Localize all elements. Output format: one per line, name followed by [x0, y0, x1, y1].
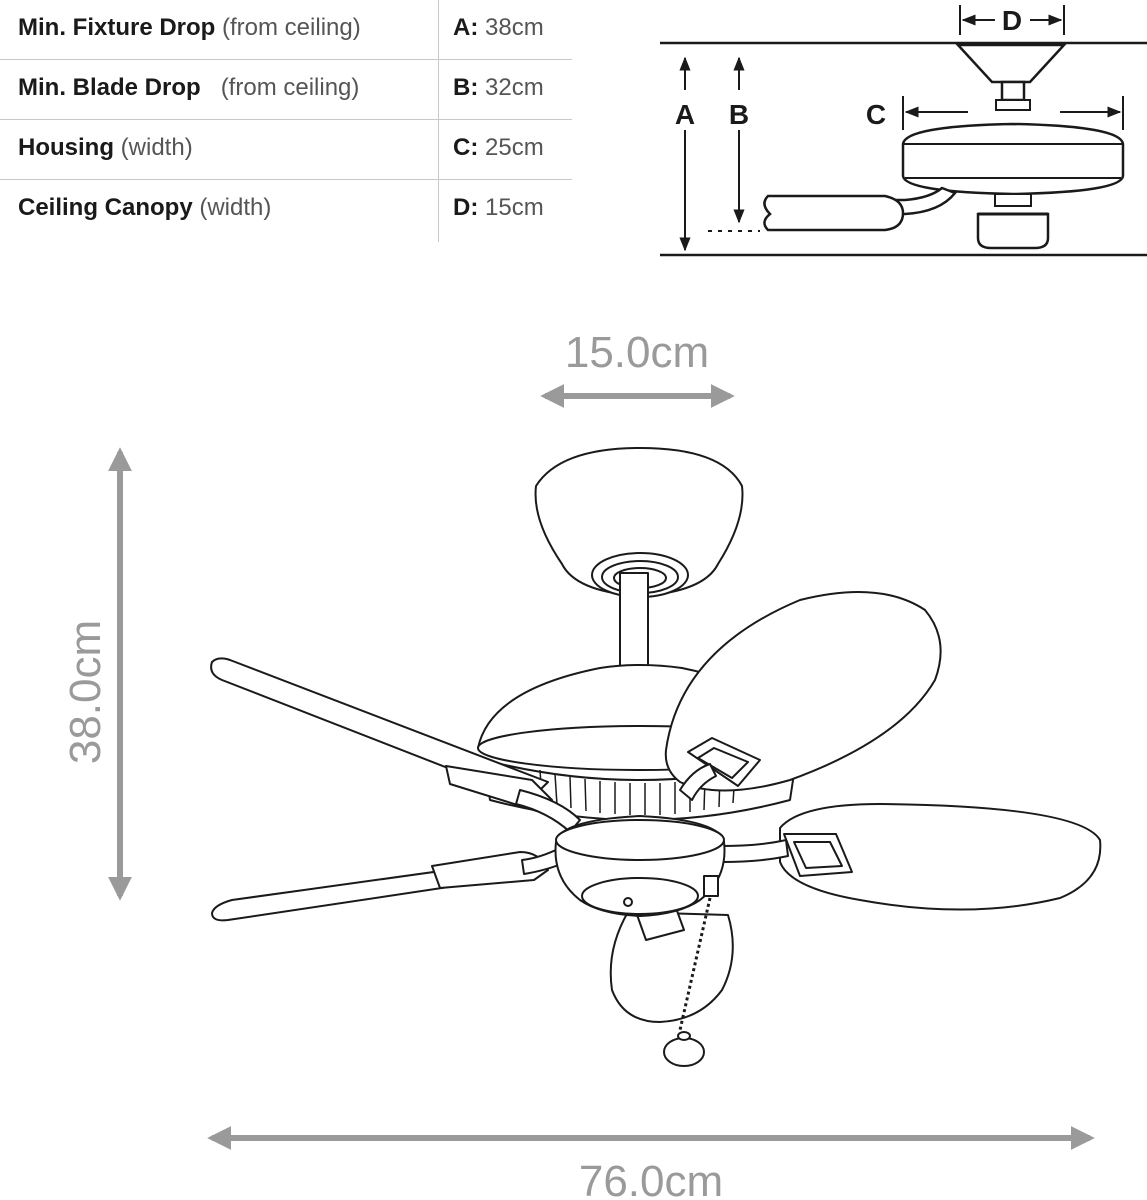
blade-bracket-inner — [697, 747, 749, 779]
column-divider — [438, 0, 439, 242]
side-view-schematic: A B D C — [660, 5, 1147, 257]
row-divider — [0, 119, 572, 120]
spec-name: Min. Blade Drop — [18, 74, 201, 101]
spec-name: Housing — [18, 134, 114, 161]
pull-chain — [678, 897, 712, 1031]
spec-row-canopy: Ceiling Canopy (width) D: 15cm — [0, 180, 572, 240]
spec-value: 15cm — [485, 194, 544, 221]
switch-housing-rim — [555, 819, 725, 861]
blade-arm — [679, 763, 717, 801]
spec-name: Ceiling Canopy — [18, 194, 193, 221]
spec-key: D: — [453, 194, 479, 221]
letter-c: C — [866, 99, 886, 130]
letter-a: A — [675, 99, 695, 130]
spec-value: 25cm — [485, 134, 544, 161]
spec-value: 38cm — [485, 14, 544, 41]
fan-drawing — [210, 447, 1102, 1067]
canopy-width-label: 15.0cm — [565, 328, 709, 377]
spec-row-fixture-drop: Min. Fixture Drop (from ceiling) A: 38cm — [0, 0, 572, 60]
spec-table: Min. Fixture Drop (from ceiling) A: 38cm… — [0, 0, 572, 242]
pull-chain-cap — [677, 1031, 691, 1041]
blade-arm — [719, 839, 789, 863]
spec-note: (from ceiling) — [220, 74, 360, 101]
light-shape — [976, 212, 1050, 250]
blade-side — [763, 194, 905, 232]
spec-key: A: — [453, 14, 479, 41]
switch-cap-screw — [623, 897, 633, 907]
spec-name: Min. Fixture Drop — [18, 14, 216, 41]
letter-b: B — [729, 99, 749, 130]
canopy-shape — [955, 43, 1067, 84]
spec-value: 32cm — [485, 74, 544, 101]
spec-row-housing: Housing (width) C: 25cm — [0, 120, 572, 180]
switch-cap — [581, 877, 699, 915]
spec-key: C: — [453, 134, 479, 161]
blade-bracket-inner — [793, 841, 843, 869]
spec-note: (width) — [199, 194, 272, 221]
light-collar — [994, 193, 1032, 207]
pull-chain-top — [703, 875, 719, 897]
downrod — [619, 572, 649, 674]
pull-chain-fob — [663, 1037, 705, 1067]
row-divider — [0, 179, 572, 180]
spec-key: B: — [453, 74, 479, 101]
span-label: 76.0cm — [579, 1157, 723, 1200]
blade-right-lower — [779, 803, 1102, 911]
spec-row-blade-drop: Min. Blade Drop (from ceiling) B: 32cm — [0, 60, 572, 120]
blade-front-lower — [609, 911, 734, 1023]
downrod-collar — [995, 99, 1031, 111]
letter-d: D — [1002, 5, 1022, 36]
row-divider — [0, 59, 572, 60]
spec-note: (from ceiling) — [222, 14, 361, 41]
height-label: 38.0cm — [61, 620, 110, 764]
canopy — [534, 447, 744, 597]
spec-note: (width) — [120, 134, 193, 161]
